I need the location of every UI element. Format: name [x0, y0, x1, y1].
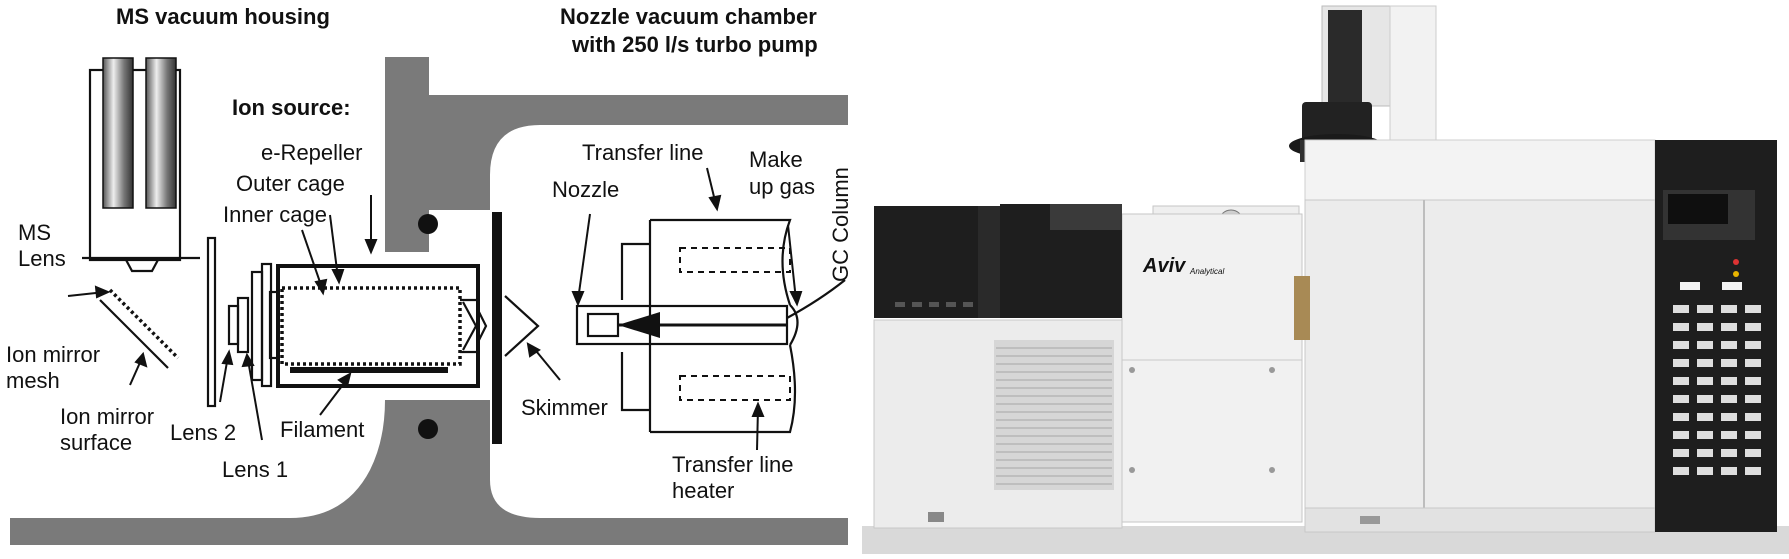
- vacuum-housing-walls: [10, 57, 848, 545]
- label-nozzle: Nozzle: [552, 177, 619, 202]
- label-lens-2: Lens 2: [170, 420, 236, 445]
- label-gc-column: GC Column: [828, 167, 853, 282]
- msd-vent-grille: [994, 340, 1114, 490]
- aviv-brand-sub: Analytical: [1189, 267, 1224, 276]
- heading-nozzle-chamber-2: with 250 l/s turbo pump: [571, 32, 818, 57]
- label-skimmer: Skimmer: [521, 395, 608, 420]
- wall-bottom-left: [10, 400, 385, 545]
- label-ion-mirror-surface-1: Ion mirror: [60, 404, 154, 429]
- rod-left: [102, 57, 134, 209]
- seal-upper: [418, 214, 438, 234]
- transfer-pipe: [1294, 276, 1310, 340]
- label-lens-1: Lens 1: [222, 457, 288, 482]
- aviv-brand-label: Aviv: [1142, 255, 1187, 277]
- label-ms-lens-2: Lens: [18, 246, 66, 271]
- label-ms-lens-1: MS: [18, 220, 51, 245]
- heading-ion-source: Ion source:: [232, 95, 351, 120]
- label-filament: Filament: [280, 417, 364, 442]
- leader-arrows: [67, 167, 803, 451]
- label-make-up-gas-1: Make: [749, 147, 803, 172]
- label-transfer-line-heater-2: heater: [672, 478, 734, 503]
- label-transfer-line: Transfer line: [582, 140, 703, 165]
- gc-keypad: [1673, 305, 1761, 475]
- gc-oven: [1304, 139, 1777, 533]
- lens-plates: [206, 236, 280, 408]
- lens-2-plate: [206, 236, 217, 408]
- inner-cage: [280, 286, 462, 366]
- ms-rods: [88, 57, 182, 262]
- label-ion-mirror-mesh-1: Ion mirror: [6, 342, 100, 367]
- label-inner-cage: Inner cage: [223, 202, 327, 227]
- wall-bottom-right: [429, 400, 848, 545]
- wall-top-band: [429, 95, 848, 210]
- skimmer: [504, 295, 540, 357]
- heading-ms-housing: MS vacuum housing: [116, 4, 330, 29]
- ms-lens: [82, 256, 200, 273]
- seal-lower: [418, 419, 438, 439]
- msd-unit: [873, 204, 1123, 529]
- label-outer-cage: Outer cage: [236, 171, 345, 196]
- ion-mirror: [99, 288, 180, 369]
- instrument-photo: Aviv Analytical: [862, 0, 1789, 554]
- label-e-repeller: e-Repeller: [261, 140, 363, 165]
- ion-source: [276, 264, 488, 388]
- label-ion-mirror-mesh-2: mesh: [6, 368, 60, 393]
- schematic-diagram: MS vacuum housing Nozzle vacuum chamber …: [6, 4, 853, 545]
- flange-plate: [492, 212, 502, 444]
- lens-1-plate: [236, 296, 250, 354]
- aviv-interface: Aviv Analytical: [1121, 205, 1310, 523]
- rod-frame: [88, 68, 182, 262]
- heading-nozzle-chamber-1: Nozzle vacuum chamber: [560, 4, 817, 29]
- gc-oven-body: [1304, 199, 1656, 533]
- gc-column-line: [786, 279, 846, 319]
- label-ion-mirror-surface-2: surface: [60, 430, 132, 455]
- label-make-up-gas-2: up gas: [749, 174, 815, 199]
- nozzle-assembly: [575, 218, 846, 434]
- rod-right: [145, 57, 177, 209]
- label-transfer-line-heater-1: Transfer line: [672, 452, 793, 477]
